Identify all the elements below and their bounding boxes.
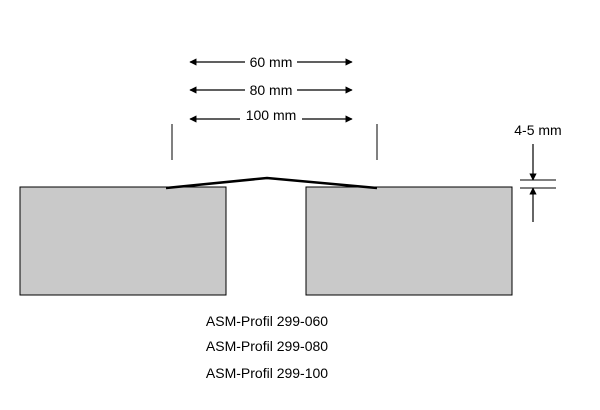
- profile-label-060: ASM-Profil 299-060: [206, 313, 328, 329]
- dimension-label-60: 60 mm: [250, 54, 293, 70]
- height-label: 4-5 mm: [514, 122, 561, 138]
- left-block: [19, 186, 227, 296]
- right-block: [305, 186, 513, 296]
- dimension-label-100: 100 mm: [246, 107, 297, 123]
- dimension-label-bg-100: [240, 108, 302, 126]
- dimension-label-bg-80: [245, 80, 297, 98]
- profile-label-080: ASM-Profil 299-080: [206, 338, 328, 354]
- dimension-label-80: 80 mm: [250, 82, 293, 98]
- joint-profile: [165, 176, 378, 190]
- profile-label-100: ASM-Profil 299-100: [206, 365, 328, 381]
- dimension-label-bg-60: [245, 52, 297, 70]
